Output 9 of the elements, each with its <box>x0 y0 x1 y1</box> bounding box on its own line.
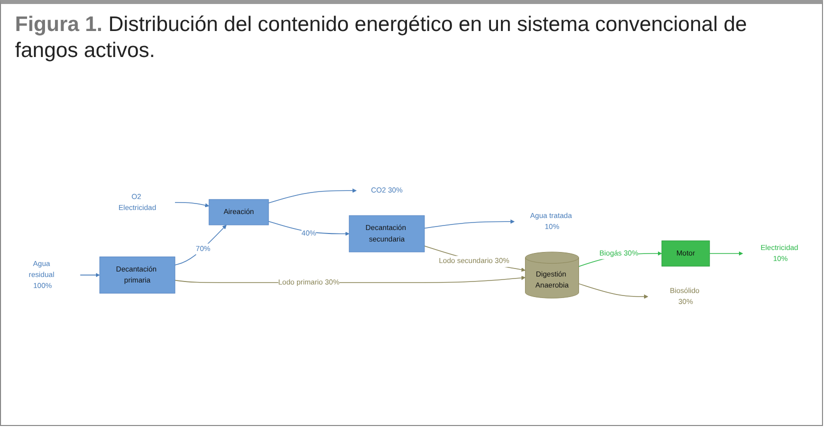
figure-title: Figura 1. Distribución del contenido energético en un sistema convencional de fangos activos. <box>14 12 748 64</box>
arrow <box>424 220 515 229</box>
arrow <box>578 284 648 300</box>
arrow <box>174 202 210 208</box>
arrow <box>80 273 100 278</box>
arrow <box>709 252 743 256</box>
arrow <box>174 225 227 266</box>
arrow <box>424 246 526 272</box>
arrow <box>268 188 357 204</box>
